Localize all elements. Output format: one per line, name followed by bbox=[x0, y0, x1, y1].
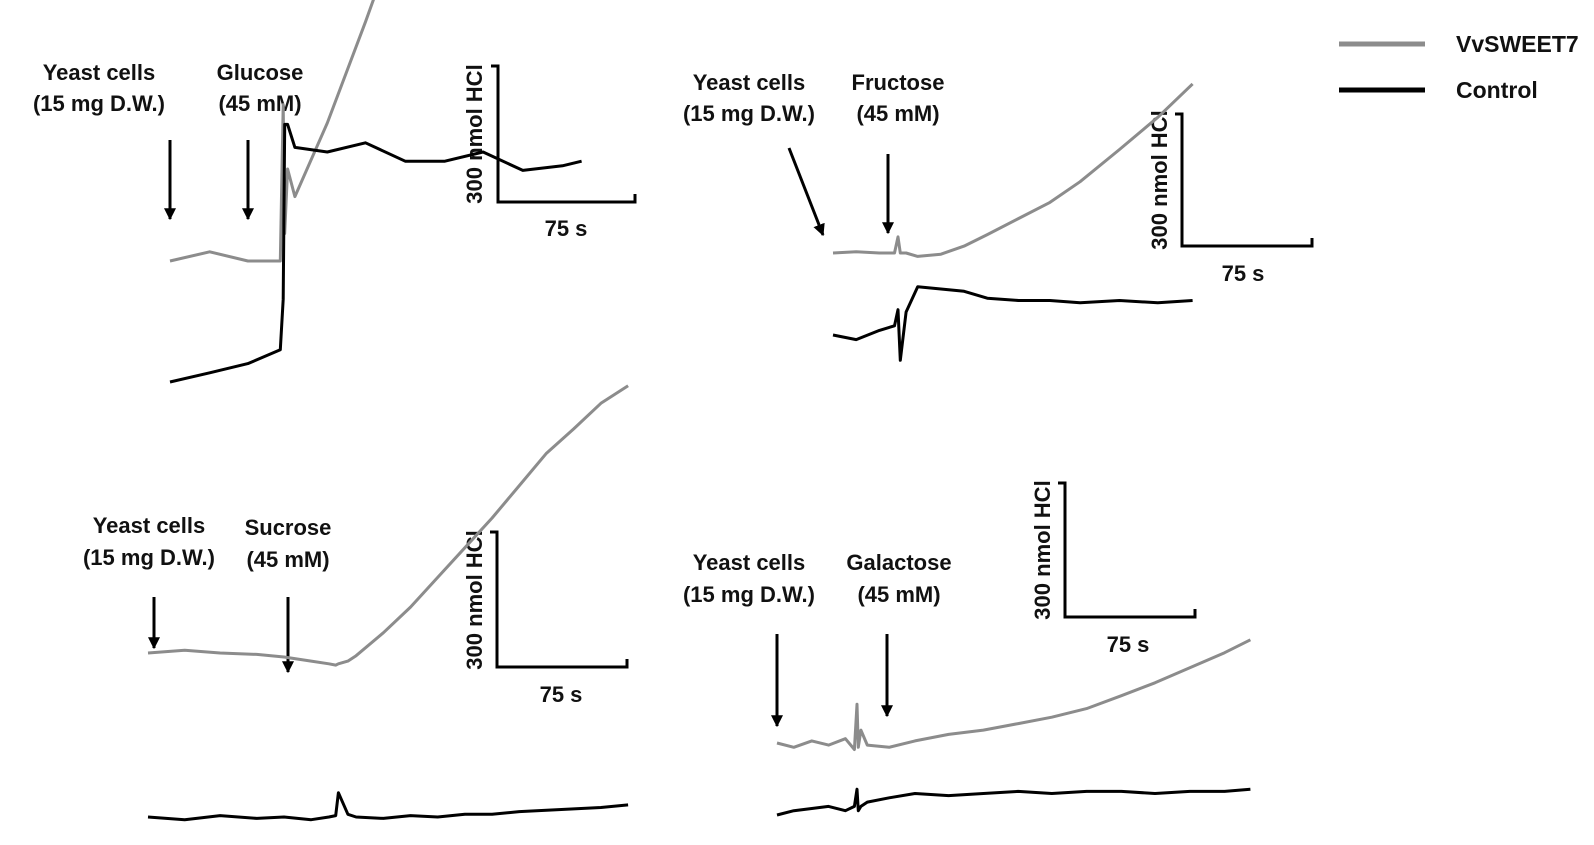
annotation-sugar-line1: Fructose bbox=[852, 70, 945, 95]
scale-bar-lines bbox=[1175, 112, 1314, 248]
trace-control bbox=[776, 787, 1251, 817]
scale-bar: 300 nmol HCl 75 s bbox=[462, 64, 637, 241]
legend: VvSWEET7 Control bbox=[1339, 31, 1579, 103]
annotation-cells-line1: Yeast cells bbox=[43, 60, 156, 85]
trace-control bbox=[832, 285, 1193, 362]
annotation-cells-line2: (15 mg D.W.) bbox=[683, 101, 815, 126]
scale-bar-lines bbox=[491, 64, 637, 204]
scale-bar-y-label: 300 nmol HCl bbox=[1147, 110, 1172, 249]
scale-bar-y-label: 300 nmol HCl bbox=[1030, 480, 1055, 619]
trace-control bbox=[147, 791, 629, 822]
annotation-sugar-line1: Galactose bbox=[846, 550, 951, 575]
traces bbox=[147, 384, 629, 822]
scale-bar: 300 nmol HCl 75 s bbox=[462, 530, 629, 707]
annotation-cells-line1: Yeast cells bbox=[693, 70, 806, 95]
scale-bar: 300 nmol HCl 75 s bbox=[1147, 110, 1314, 286]
scale-bar-x-label: 75 s bbox=[545, 216, 588, 241]
annotation-sugar-line1: Sucrose bbox=[245, 515, 332, 540]
annotation-cells-line1: Yeast cells bbox=[693, 550, 806, 575]
scale-bar-y-label: 300 nmol HCl bbox=[462, 64, 487, 203]
annotation-sugar-line2: (45 mM) bbox=[218, 91, 301, 116]
annotation-sugar-line1: Glucose bbox=[217, 60, 304, 85]
trace-vvsweet7 bbox=[832, 82, 1194, 258]
scale-bar-lines bbox=[490, 530, 629, 669]
scale-bar-x-label: 75 s bbox=[1107, 632, 1150, 657]
scale-bar-y-label: 300 nmol HCl bbox=[462, 530, 487, 669]
annotation-cells-line2: (15 mg D.W.) bbox=[83, 545, 215, 570]
panel-fructose: Yeast cells (15 mg D.W.) Fructose (45 mM… bbox=[683, 70, 1314, 362]
traces bbox=[169, 0, 582, 384]
trace-vvsweet7 bbox=[776, 638, 1252, 751]
traces bbox=[832, 82, 1194, 362]
scale-bar: 300 nmol HCl 75 s bbox=[1030, 480, 1197, 657]
scale-bar-lines bbox=[1058, 481, 1197, 619]
scale-bar-x-label: 75 s bbox=[540, 682, 583, 707]
annotation-sugar-line2: (45 mM) bbox=[857, 582, 940, 607]
legend-label-control: Control bbox=[1456, 77, 1538, 103]
arrow-cells bbox=[787, 147, 825, 237]
annotation-cells-line2: (15 mg D.W.) bbox=[33, 91, 165, 116]
panel-glucose: Yeast cells (15 mg D.W.) Glucose (45 mM)… bbox=[33, 0, 637, 384]
annotation-sugar-line2: (45 mM) bbox=[246, 547, 329, 572]
scale-bar-x-label: 75 s bbox=[1222, 261, 1265, 286]
panel-galactose: Yeast cells (15 mg D.W.) Galactose (45 m… bbox=[683, 480, 1252, 817]
trace-vvsweet7 bbox=[169, 0, 375, 263]
annotation-cells-line1: Yeast cells bbox=[93, 513, 206, 538]
traces bbox=[776, 638, 1252, 817]
annotation-sugar-line2: (45 mM) bbox=[856, 101, 939, 126]
panel-sucrose: Yeast cells (15 mg D.W.) Sucrose (45 mM)… bbox=[83, 384, 629, 822]
legend-label-vvsweet7: VvSWEET7 bbox=[1456, 31, 1579, 57]
trace-vvsweet7 bbox=[147, 384, 629, 667]
annotation-cells-line2: (15 mg D.W.) bbox=[683, 582, 815, 607]
trace-control bbox=[169, 122, 582, 384]
